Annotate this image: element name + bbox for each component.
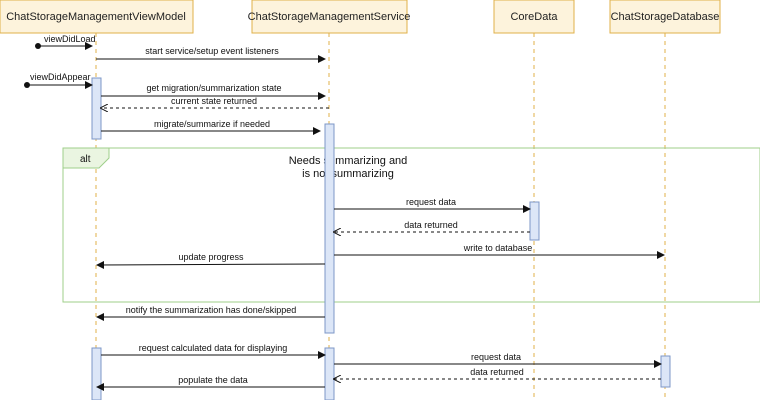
participant-database[interactable]: ChatStorageDatabase (609, 0, 721, 34)
message-migrate-label: migrate/summarize if needed (154, 119, 270, 129)
message-request-data-core-data-label: request data (406, 197, 456, 207)
message-get-state: get migration/summarization state (101, 83, 326, 100)
message-state-returned-label: current state returned (171, 96, 257, 106)
message-data-returned-core-data: data returned (334, 220, 530, 232)
found-message-view-did-load-label: viewDidLoad (44, 34, 96, 44)
message-request-calculated-label: request calculated data for displaying (139, 343, 288, 353)
message-request-calculated: request calculated data for displaying (101, 343, 326, 359)
message-start-service: start service/setup event listeners (96, 46, 326, 63)
found-message-view-did-appear: viewDidAppear (24, 72, 93, 89)
found-message-view-did-load: viewDidLoad (35, 34, 96, 50)
message-request-data-database-label: request data (471, 352, 521, 362)
message-notify-done-label: notify the summarization has done/skippe… (126, 305, 297, 315)
message-state-returned: current state returned (101, 96, 329, 108)
message-data-returned-core-data-label: data returned (404, 220, 458, 230)
message-populate-label: populate the data (178, 375, 248, 385)
participant-service[interactable]: ChatStorageManagementService (248, 0, 411, 34)
activation-view-model-2 (91, 347, 102, 400)
message-write-database: write to database (334, 243, 665, 259)
message-data-returned-database-label: data returned (470, 367, 524, 377)
message-data-returned-database: data returned (334, 367, 661, 379)
message-populate: populate the data (96, 375, 325, 391)
participant-database-label: ChatStorageDatabase (611, 11, 720, 23)
message-migrate: migrate/summarize if needed (101, 119, 321, 135)
alt-fragment-guard-line2: is not summarizing (302, 168, 394, 180)
message-request-data-database: request data (334, 352, 662, 368)
alt-fragment-guard-line1: Needs summarizing and (289, 155, 408, 167)
message-update-progress: update progress (96, 252, 326, 269)
alt-fragment-operator: alt (80, 154, 91, 165)
participant-view-model-label: ChatStorageManagementViewModel (6, 11, 186, 23)
participant-service-label: ChatStorageManagementService (248, 11, 411, 23)
activation-service-2 (324, 347, 335, 400)
activation-database-1 (660, 355, 671, 388)
alt-fragment-tab (62, 147, 110, 169)
message-notify-done: notify the summarization has done/skippe… (96, 305, 325, 321)
activation-service-1 (324, 123, 335, 334)
message-get-state-label: get migration/summarization state (146, 83, 281, 93)
alt-fragment-frame (62, 147, 760, 303)
message-start-service-label: start service/setup event listeners (145, 46, 279, 56)
message-write-database-label: write to database (463, 243, 533, 253)
participant-core-data-label: CoreData (510, 11, 558, 23)
found-message-view-did-appear-label: viewDidAppear (30, 72, 91, 82)
message-request-data-core-data: request data (334, 197, 531, 213)
activation-view-model-1 (91, 77, 102, 140)
participant-view-model[interactable]: ChatStorageManagementViewModel (0, 0, 194, 34)
activation-core-data-1 (529, 201, 540, 241)
participant-core-data[interactable]: CoreData (493, 0, 575, 34)
message-update-progress-label: update progress (178, 252, 244, 262)
